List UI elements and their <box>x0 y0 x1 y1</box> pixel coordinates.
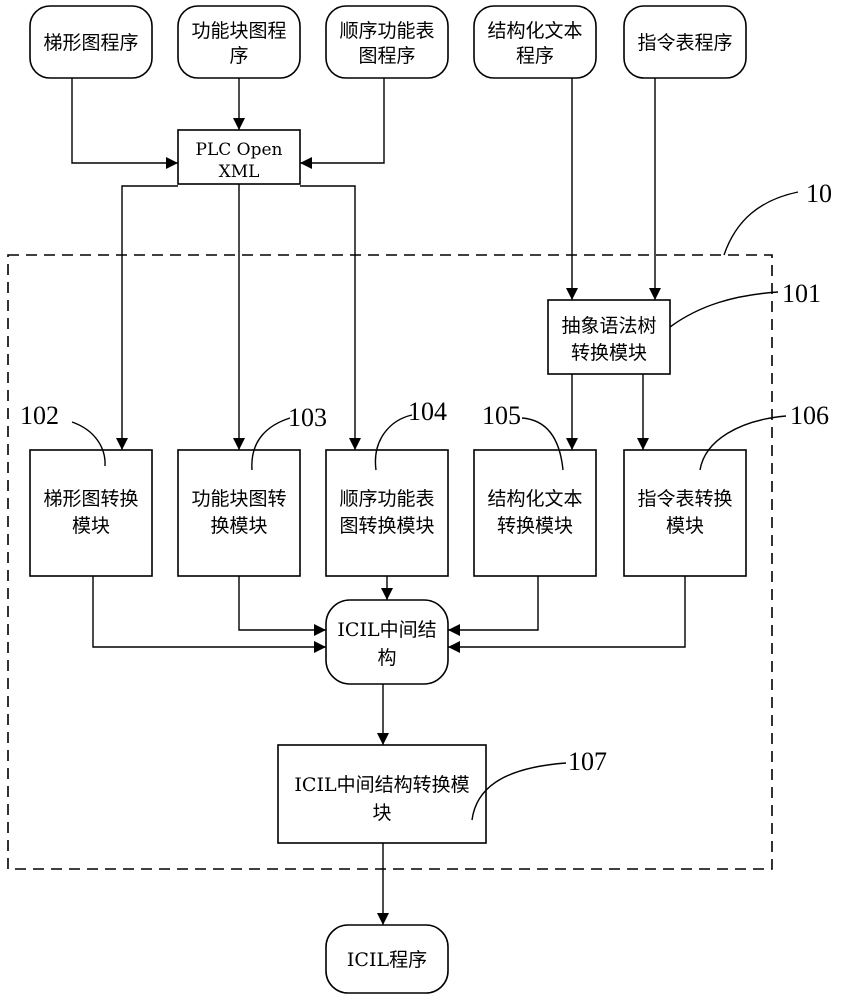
arrow-sfc-to-xml <box>300 78 385 169</box>
arrow-fbd-module-to-icil <box>238 576 326 636</box>
module-ladder: 梯形图转换 模块 <box>29 449 153 577</box>
connectors <box>71 78 799 925</box>
arrow-st-module-to-icil <box>448 576 539 636</box>
icil-structure-box: ICIL中间结 构 <box>325 599 449 685</box>
source-fbd-line-2: 序 <box>229 45 248 67</box>
module-fbd-line-1: 功能块图转 <box>191 488 286 510</box>
icil-program-line-1: ICIL程序 <box>347 949 427 971</box>
source-st-line-2: 程序 <box>516 45 554 67</box>
source-st: 结构化文本 程序 <box>473 5 597 79</box>
icil-converter-line-1: ICIL中间结构转换模 <box>294 774 469 796</box>
ref-104: 104 <box>408 397 447 426</box>
icil-program-box: ICIL程序 <box>325 924 449 994</box>
icil-converter-box: ICIL中间结构转换模 块 <box>277 744 487 844</box>
ref-102: 102 <box>20 401 59 430</box>
source-fbd-line-1: 功能块图程 <box>191 20 286 42</box>
ref-101: 101 <box>782 279 821 308</box>
arrow-xml-to-ladder-module <box>116 185 178 450</box>
plc-open-xml-line-2: XML <box>219 162 260 182</box>
arrow-il-module-to-icil <box>448 576 686 653</box>
source-sfc-line-1: 顺序功能表 <box>339 20 434 42</box>
module-sfc: 顺序功能表 图转换模块 <box>325 449 449 577</box>
leader-101 <box>669 291 779 328</box>
leader-104 <box>374 414 413 471</box>
leader-103 <box>251 417 291 471</box>
ref-107: 107 <box>568 747 607 776</box>
module-ladder-line-2: 模块 <box>72 515 110 537</box>
ast-module-box: 抽象语法树 转换模块 <box>547 299 671 375</box>
module-fbd: 功能块图转 换模块 <box>177 449 301 577</box>
source-ladder-line-1: 梯形图程序 <box>43 32 138 54</box>
module-sfc-line-2: 图转换模块 <box>339 515 434 537</box>
source-sfc-line-2: 图程序 <box>358 45 415 67</box>
icil-structure-line-2: 构 <box>377 647 396 669</box>
module-st-line-1: 结构化文本 <box>487 488 582 510</box>
source-ladder: 梯形图程序 <box>29 5 153 79</box>
system-boundary <box>7 254 773 870</box>
leader-106 <box>699 415 787 471</box>
source-st-line-1: 结构化文本 <box>487 20 582 42</box>
leader-102 <box>71 421 106 467</box>
module-fbd-line-2: 换模块 <box>210 515 267 537</box>
module-st: 结构化文本 转换模块 <box>473 449 597 577</box>
arrow-xml-to-sfc-module <box>300 185 361 450</box>
module-il-line-1: 指令表转换 <box>637 488 732 510</box>
arrow-ladder-module-to-icil <box>92 576 326 653</box>
ref-106: 106 <box>790 401 829 430</box>
source-il: 指令表程序 <box>623 5 747 79</box>
source-il-line-1: 指令表程序 <box>637 32 732 54</box>
module-il: 指令表转换 模块 <box>623 449 747 577</box>
ref-10: 10 <box>806 179 832 208</box>
ast-module-line-2: 转换模块 <box>571 342 647 364</box>
plc-open-xml-box: PLC Open XML <box>177 129 301 185</box>
module-st-line-2: 转换模块 <box>497 515 573 537</box>
module-ladder-line-1: 梯形图转换 <box>43 488 138 510</box>
leader-10 <box>723 191 799 256</box>
source-sfc: 顺序功能表 图程序 <box>325 5 449 79</box>
leader-105 <box>521 417 564 471</box>
module-sfc-line-1: 顺序功能表 <box>339 488 434 510</box>
plc-open-xml-line-1: PLC Open <box>196 140 283 160</box>
ast-module-line-1: 抽象语法树 <box>561 315 656 337</box>
leader-107 <box>471 762 567 821</box>
source-fbd: 功能块图程 序 <box>177 5 301 79</box>
arrow-ladder-to-xml <box>71 78 178 169</box>
ref-103: 103 <box>288 403 327 432</box>
icil-structure-line-1: ICIL中间结 <box>337 619 436 641</box>
module-il-line-2: 模块 <box>666 515 704 537</box>
icil-converter-line-2: 块 <box>372 802 391 824</box>
ref-105: 105 <box>482 401 521 430</box>
